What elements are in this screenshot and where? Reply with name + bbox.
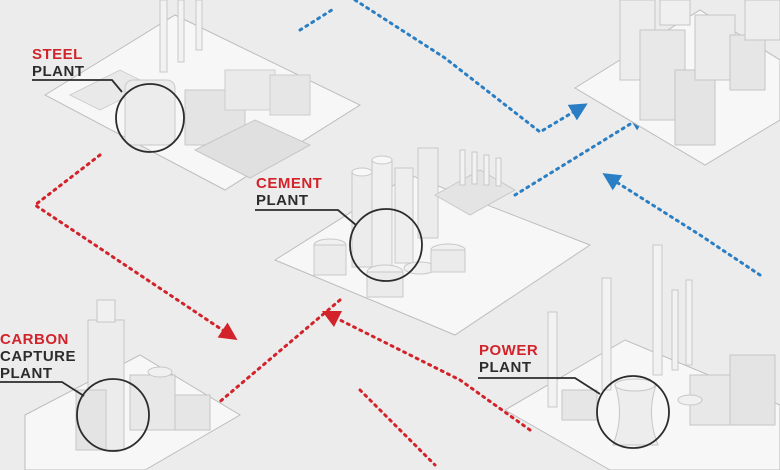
cement-plant-label-title: CEMENT xyxy=(256,175,323,192)
red-flow-bottom xyxy=(358,388,437,467)
steel-plant-highlight-circle xyxy=(115,83,185,153)
carbon-capture-label-title: CARBON xyxy=(0,331,69,348)
highlight-callouts xyxy=(0,79,670,452)
steel-plant-label-subtitle: PLANT xyxy=(32,63,85,80)
city-district xyxy=(574,0,780,166)
steel-plant-label: STEEL PLANT xyxy=(32,46,85,80)
power-plant-highlight-circle xyxy=(596,375,670,449)
red-flow-paths xyxy=(32,153,532,467)
blue-flow-cement-to-city xyxy=(513,113,648,197)
cement-plant-highlight-circle xyxy=(349,208,423,282)
red-flow-power-to-capture xyxy=(321,310,532,432)
blue-flow-power-to-city xyxy=(602,173,762,277)
carbon-capture-leader-line xyxy=(0,381,85,397)
carbon-capture-highlight-circle xyxy=(76,378,150,452)
carbon-capture-plant xyxy=(24,299,241,470)
power-plant xyxy=(504,244,780,470)
carbon-capture-plant-label: CARBON CAPTURE PLANT xyxy=(0,331,76,382)
power-plant-label-title: POWER xyxy=(479,342,539,359)
power-plant-label-subtitle: PLANT xyxy=(479,359,532,376)
cement-plant-leader-line xyxy=(255,209,357,226)
carbon-capture-label-line2: CAPTURE xyxy=(0,348,77,365)
power-plant-label: POWER PLANT xyxy=(479,342,538,376)
carbon-capture-label-line3: PLANT xyxy=(0,365,53,382)
red-flow-steel-to-capture xyxy=(32,153,238,340)
power-plant-leader-line xyxy=(478,377,601,395)
blue-flow-steel-to-city xyxy=(298,0,580,134)
cement-plant-label-subtitle: PLANT xyxy=(256,192,309,209)
cement-plant xyxy=(273,147,592,336)
red-flow-cement-to-capture xyxy=(203,298,342,416)
blue-flow-paths xyxy=(298,0,762,277)
steel-plant xyxy=(43,0,362,191)
steel-plant-label-title: STEEL xyxy=(32,46,83,63)
steel-plant-leader-line xyxy=(32,79,123,93)
cement-plant-label: CEMENT PLANT xyxy=(256,175,322,209)
